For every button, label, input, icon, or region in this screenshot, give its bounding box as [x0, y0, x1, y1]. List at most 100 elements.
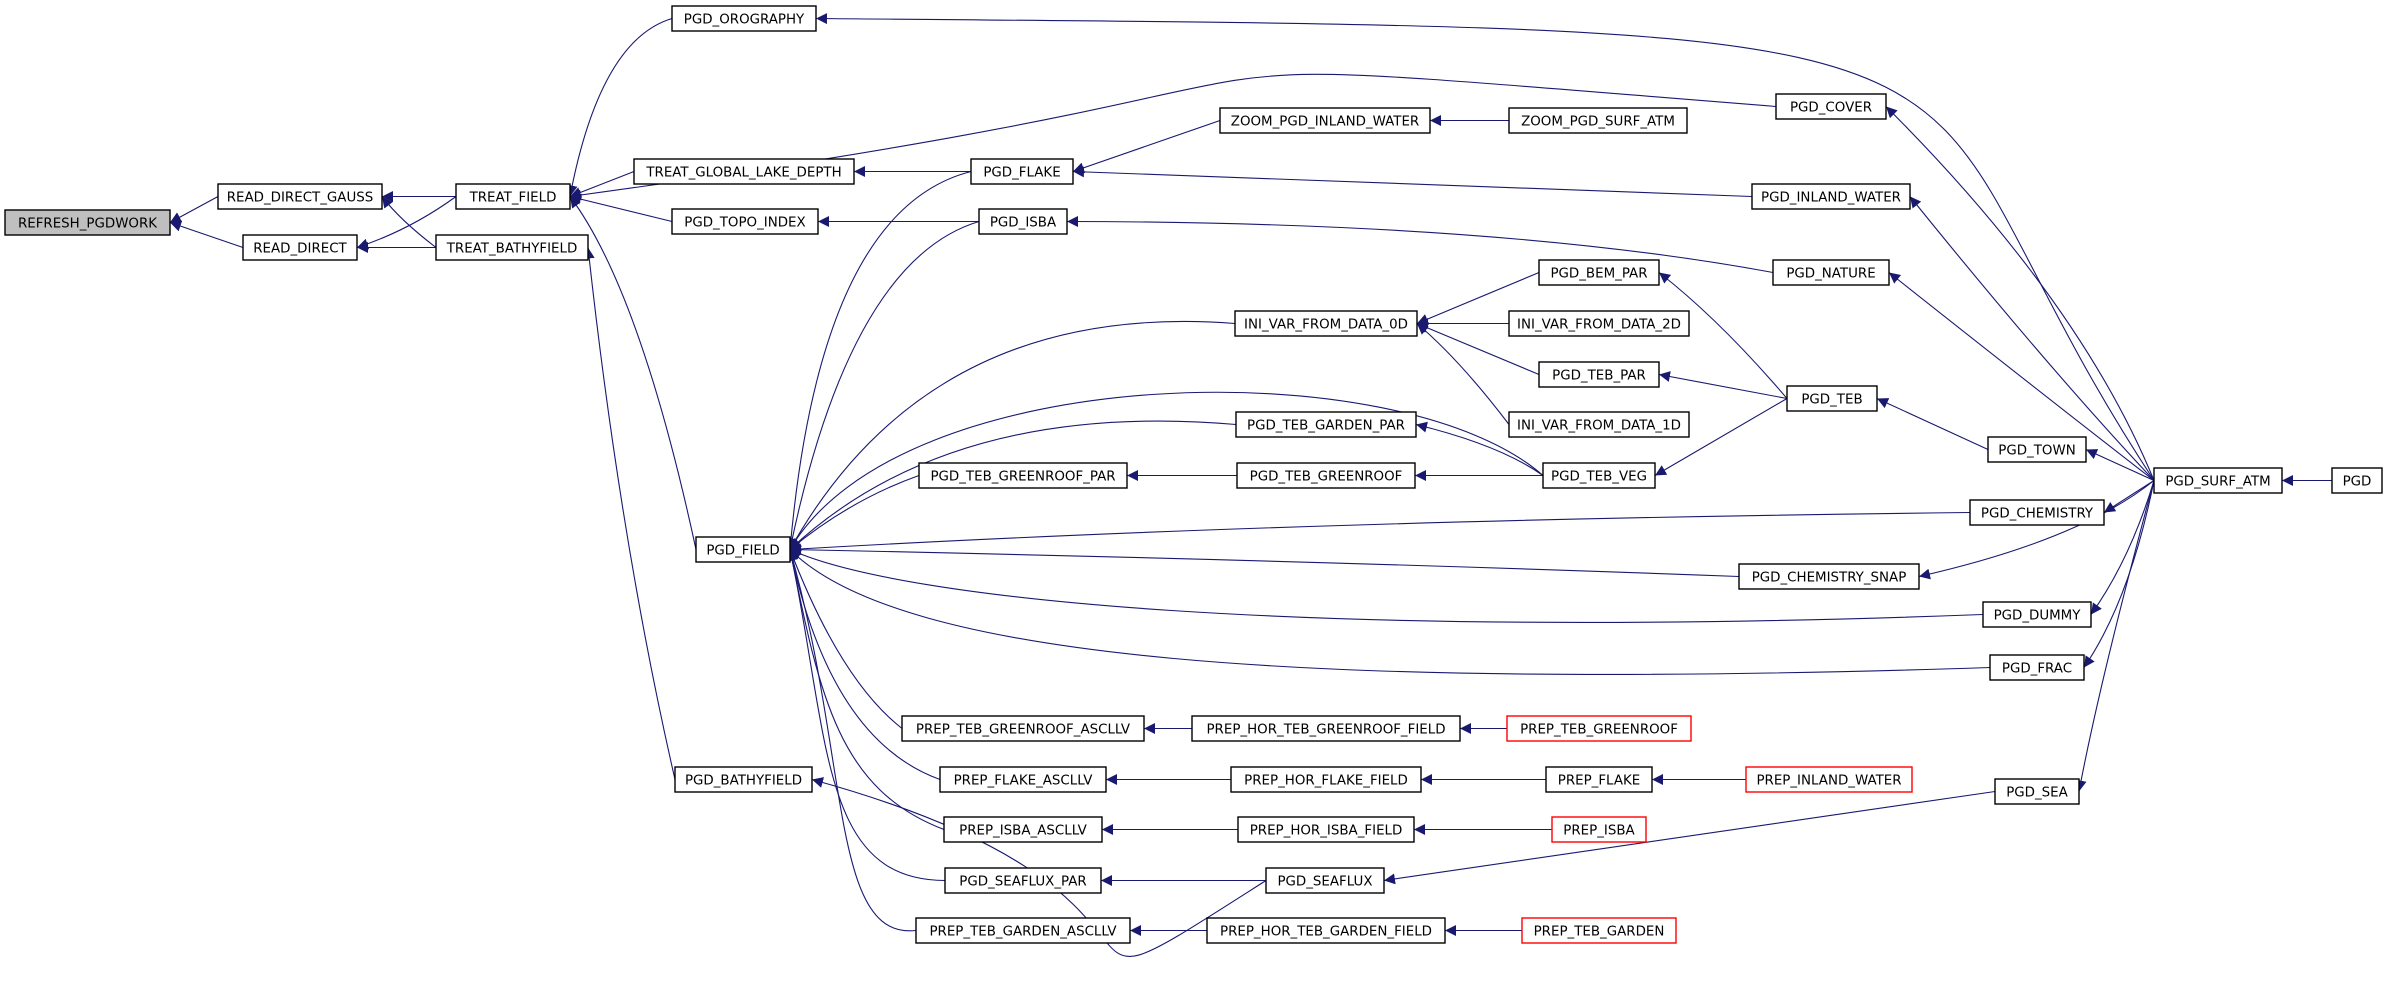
node-pgd-isba[interactable]: PGD_ISBA [978, 208, 1068, 235]
node-box[interactable] [1745, 766, 1913, 793]
node-box[interactable] [1775, 93, 1887, 120]
node-box[interactable] [1751, 183, 1911, 210]
node-prep-teb-greenroof-ascllv[interactable]: PREP_TEB_GREENROOF_ASCLLV [901, 715, 1145, 742]
node-box[interactable] [1545, 766, 1653, 793]
node-box[interactable] [944, 867, 1102, 894]
node-box[interactable] [1508, 107, 1688, 134]
node-prep-teb-garden-ascllv[interactable]: PREP_TEB_GARDEN_ASCLLV [915, 917, 1131, 944]
node-prep-hor-teb-greenroof-field[interactable]: PREP_HOR_TEB_GREENROOF_FIELD [1191, 715, 1461, 742]
node-prep-flake[interactable]: PREP_FLAKE [1545, 766, 1653, 793]
node-box[interactable] [1508, 411, 1690, 438]
node-box[interactable] [901, 715, 1145, 742]
node-box[interactable] [1206, 917, 1446, 944]
node-zoom-pgd-surf-atm[interactable]: ZOOM_PGD_SURF_ATM [1508, 107, 1688, 134]
node-zoom-pgd-inland-water[interactable]: ZOOM_PGD_INLAND_WATER [1219, 107, 1431, 134]
node-box[interactable] [1508, 310, 1690, 337]
node-box[interactable] [1538, 361, 1660, 388]
node-pgd-flake[interactable]: PGD_FLAKE [970, 158, 1074, 185]
node-box[interactable] [1506, 715, 1692, 742]
node-box[interactable] [4, 209, 171, 236]
node-refresh-pgdwork[interactable]: REFRESH_PGDWORK [4, 209, 171, 236]
node-box[interactable] [1542, 462, 1656, 489]
node-pgd-surf-atm[interactable]: PGD_SURF_ATM [2153, 467, 2283, 494]
node-pgd-frac[interactable]: PGD_FRAC [1989, 654, 2085, 681]
node-pgd-teb-garden-par[interactable]: PGD_TEB_GARDEN_PAR [1235, 411, 1417, 438]
node-pgd-teb-par[interactable]: PGD_TEB_PAR [1538, 361, 1660, 388]
node-box[interactable] [1237, 816, 1415, 843]
node-pgd-chemistry[interactable]: PGD_CHEMISTRY [1969, 499, 2105, 526]
node-pgd-seaflux[interactable]: PGD_SEAFLUX [1265, 867, 1385, 894]
node-treat-bathyfield[interactable]: TREAT_BATHYFIELD [435, 234, 589, 261]
node-box[interactable] [1989, 654, 2085, 681]
node-prep-flake-ascllv[interactable]: PREP_FLAKE_ASCLLV [939, 766, 1107, 793]
node-box[interactable] [2153, 467, 2283, 494]
node-box[interactable] [217, 183, 383, 210]
node-pgd-nature[interactable]: PGD_NATURE [1772, 259, 1890, 286]
node-pgd-teb-greenroof[interactable]: PGD_TEB_GREENROOF [1236, 462, 1416, 489]
node-box[interactable] [1219, 107, 1431, 134]
node-box[interactable] [674, 766, 813, 793]
node-treat-field[interactable]: TREAT_FIELD [455, 183, 571, 210]
node-pgd-town[interactable]: PGD_TOWN [1987, 436, 2087, 463]
node-prep-isba[interactable]: PREP_ISBA [1551, 816, 1647, 843]
node-box[interactable] [455, 183, 571, 210]
node-box[interactable] [1982, 601, 2092, 628]
node-pgd-orography[interactable]: PGD_OROGRAPHY [671, 5, 817, 32]
node-pgd[interactable]: PGD [2331, 467, 2383, 494]
node-box[interactable] [1191, 715, 1461, 742]
node-pgd-dummy[interactable]: PGD_DUMMY [1982, 601, 2092, 628]
node-treat-global-lake-depth[interactable]: TREAT_GLOBAL_LAKE_DEPTH [633, 158, 855, 185]
node-box[interactable] [1236, 462, 1416, 489]
node-box[interactable] [939, 766, 1107, 793]
node-pgd-inland-water[interactable]: PGD_INLAND_WATER [1751, 183, 1911, 210]
node-prep-isba-ascllv[interactable]: PREP_ISBA_ASCLLV [943, 816, 1103, 843]
node-read-direct[interactable]: READ_DIRECT [242, 234, 358, 261]
node-box[interactable] [671, 208, 819, 235]
node-box[interactable] [1521, 917, 1677, 944]
node-box[interactable] [242, 234, 358, 261]
node-pgd-teb[interactable]: PGD_TEB [1786, 385, 1878, 412]
node-box[interactable] [978, 208, 1068, 235]
node-pgd-bem-par[interactable]: PGD_BEM_PAR [1538, 259, 1660, 286]
node-box[interactable] [1538, 259, 1660, 286]
node-box[interactable] [918, 462, 1128, 489]
node-pgd-bathyfield[interactable]: PGD_BATHYFIELD [674, 766, 813, 793]
node-box[interactable] [1772, 259, 1890, 286]
node-prep-hor-isba-field[interactable]: PREP_HOR_ISBA_FIELD [1237, 816, 1415, 843]
node-box[interactable] [633, 158, 855, 185]
node-prep-hor-flake-field[interactable]: PREP_HOR_FLAKE_FIELD [1230, 766, 1422, 793]
node-pgd-cover[interactable]: PGD_COVER [1775, 93, 1887, 120]
node-prep-teb-greenroof[interactable]: PREP_TEB_GREENROOF [1506, 715, 1692, 742]
node-prep-hor-teb-garden-field[interactable]: PREP_HOR_TEB_GARDEN_FIELD [1206, 917, 1446, 944]
node-box[interactable] [1987, 436, 2087, 463]
node-pgd-teb-veg[interactable]: PGD_TEB_VEG [1542, 462, 1656, 489]
node-box[interactable] [1230, 766, 1422, 793]
node-pgd-topo-index[interactable]: PGD_TOPO_INDEX [671, 208, 819, 235]
node-pgd-teb-greenroof-par[interactable]: PGD_TEB_GREENROOF_PAR [918, 462, 1128, 489]
node-ini-var-from-data-0d[interactable]: INI_VAR_FROM_DATA_0D [1234, 310, 1418, 337]
node-box[interactable] [671, 5, 817, 32]
node-ini-var-from-data-1d[interactable]: INI_VAR_FROM_DATA_1D [1508, 411, 1690, 438]
node-prep-inland-water[interactable]: PREP_INLAND_WATER [1745, 766, 1913, 793]
node-pgd-field[interactable]: PGD_FIELD [695, 536, 791, 563]
node-box[interactable] [1738, 563, 1920, 590]
node-box[interactable] [1234, 310, 1418, 337]
node-box[interactable] [1786, 385, 1878, 412]
node-box[interactable] [1265, 867, 1385, 894]
node-box[interactable] [1551, 816, 1647, 843]
node-box[interactable] [970, 158, 1074, 185]
node-box[interactable] [435, 234, 589, 261]
node-box[interactable] [1969, 499, 2105, 526]
node-pgd-seaflux-par[interactable]: PGD_SEAFLUX_PAR [944, 867, 1102, 894]
node-ini-var-from-data-2d[interactable]: INI_VAR_FROM_DATA_2D [1508, 310, 1690, 337]
node-box[interactable] [915, 917, 1131, 944]
node-read-direct-gauss[interactable]: READ_DIRECT_GAUSS [217, 183, 383, 210]
node-box[interactable] [695, 536, 791, 563]
node-pgd-sea[interactable]: PGD_SEA [1994, 778, 2080, 805]
node-box[interactable] [943, 816, 1103, 843]
node-box[interactable] [2331, 467, 2383, 494]
node-box[interactable] [1994, 778, 2080, 805]
node-box[interactable] [1235, 411, 1417, 438]
node-pgd-chemistry-snap[interactable]: PGD_CHEMISTRY_SNAP [1738, 563, 1920, 590]
node-prep-teb-garden[interactable]: PREP_TEB_GARDEN [1521, 917, 1677, 944]
